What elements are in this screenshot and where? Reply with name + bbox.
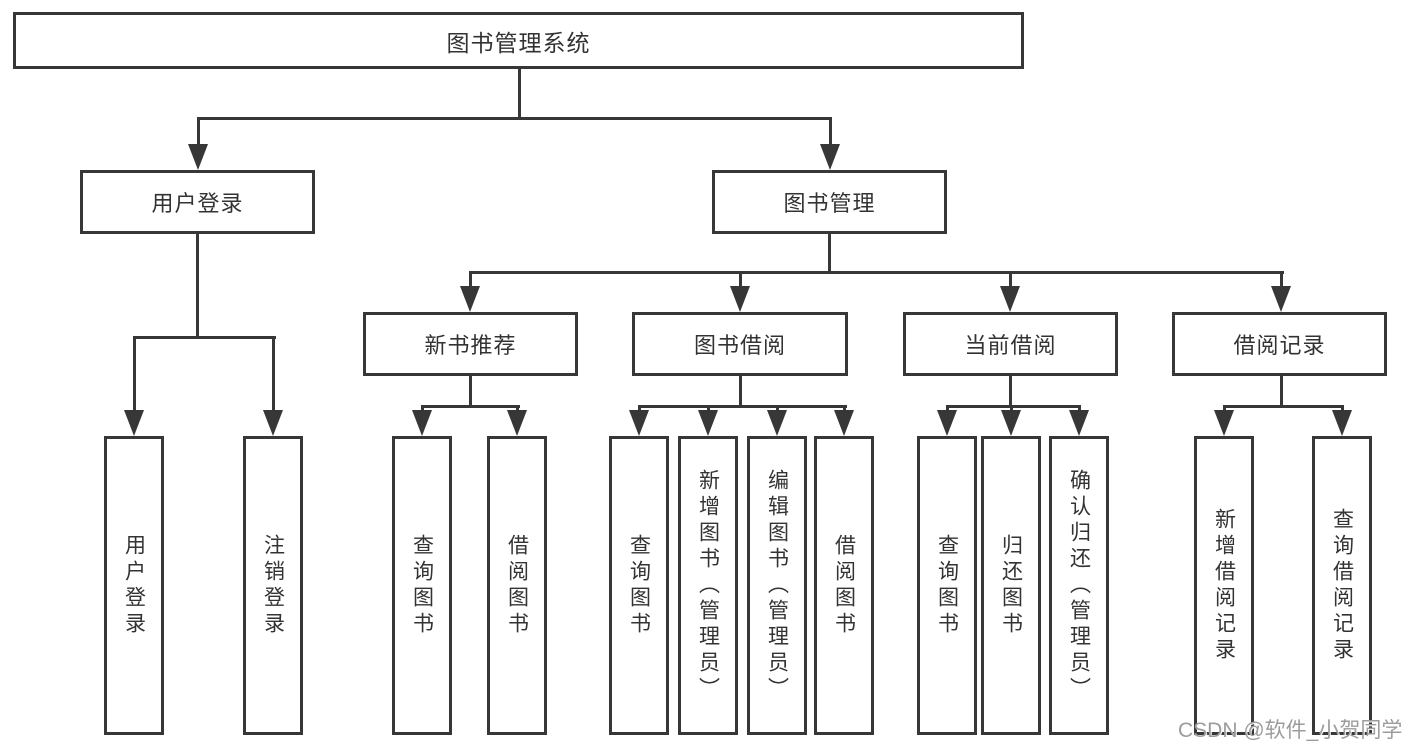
leaf-confirm-return-admin-label: 确认归还（管理员） xyxy=(1067,468,1091,703)
system-root-box: 图书管理系统 xyxy=(13,12,1024,69)
arrow-down-icon xyxy=(1069,410,1089,436)
leaf-user-login-box: 用户登录 xyxy=(104,436,164,735)
connector-line xyxy=(469,271,472,289)
connector-line xyxy=(947,405,1081,408)
leaf-query-books-box-1: 查询图书 xyxy=(392,436,452,735)
borrow-records-box: 借阅记录 xyxy=(1172,312,1387,376)
leaf-add-books-admin-box: 新增图书（管理员） xyxy=(678,436,738,735)
arrow-down-icon xyxy=(698,410,718,436)
arrow-down-icon xyxy=(412,410,432,436)
arrow-down-icon xyxy=(188,144,208,170)
arrow-down-icon xyxy=(1000,286,1020,312)
leaf-query-books-box-3: 查询图书 xyxy=(917,436,977,735)
arrow-down-icon xyxy=(263,410,283,436)
connector-line xyxy=(1223,405,1226,413)
connector-line xyxy=(133,336,276,339)
connector-line xyxy=(829,117,832,147)
leaf-logout-box: 注销登录 xyxy=(243,436,303,735)
leaf-edit-books-admin-box: 编辑图书（管理员） xyxy=(747,436,807,735)
leaf-query-books-label-3: 查询图书 xyxy=(935,533,959,638)
connector-line xyxy=(421,405,424,413)
new-book-recommend-box: 新书推荐 xyxy=(363,312,578,376)
connector-line xyxy=(1009,271,1012,289)
connector-line xyxy=(639,405,847,408)
connector-line xyxy=(1078,405,1081,413)
connector-line xyxy=(1009,376,1012,408)
book-management-box: 图书管理 xyxy=(712,170,947,234)
arrow-down-icon xyxy=(460,286,480,312)
connector-line xyxy=(843,405,846,413)
arrow-down-icon xyxy=(1214,410,1234,436)
connector-line xyxy=(197,117,832,120)
connector-line xyxy=(739,271,742,289)
leaf-add-books-admin-label: 新增图书（管理员） xyxy=(696,468,720,703)
connector-line xyxy=(1280,271,1283,289)
arrow-down-icon xyxy=(767,410,787,436)
connector-line xyxy=(1280,376,1283,408)
connector-line xyxy=(946,405,949,413)
leaf-query-books-box-2: 查询图书 xyxy=(609,436,669,735)
leaf-logout-label: 注销登录 xyxy=(261,533,285,638)
leaf-query-borrow-record-box: 查询借阅记录 xyxy=(1312,436,1372,735)
user-login-box: 用户登录 xyxy=(80,170,315,234)
leaf-return-books-box: 归还图书 xyxy=(981,436,1041,735)
leaf-return-books-label: 归还图书 xyxy=(999,533,1023,638)
leaf-query-books-label-1: 查询图书 xyxy=(410,533,434,638)
connector-line xyxy=(739,376,742,408)
book-borrow-box: 图书借阅 xyxy=(632,312,848,376)
connector-line xyxy=(638,405,641,413)
connector-line xyxy=(422,405,520,408)
book-borrow-label: 图书借阅 xyxy=(693,333,786,358)
leaf-edit-books-admin-label: 编辑图书（管理员） xyxy=(765,468,789,703)
book-management-label: 图书管理 xyxy=(783,191,876,216)
leaf-query-books-label-2: 查询图书 xyxy=(627,533,651,638)
connector-line xyxy=(469,271,1284,274)
leaf-borrow-books-label-2: 借阅图书 xyxy=(832,533,856,638)
arrow-down-icon xyxy=(629,410,649,436)
leaf-borrow-books-box-1: 借阅图书 xyxy=(487,436,547,735)
connector-line xyxy=(516,405,519,413)
arrow-down-icon xyxy=(1271,286,1291,312)
connector-line xyxy=(196,234,199,339)
arrow-down-icon xyxy=(820,144,840,170)
borrow-records-label: 借阅记录 xyxy=(1233,333,1326,358)
leaf-add-borrow-record-label: 新增借阅记录 xyxy=(1212,507,1236,664)
leaf-user-login-label: 用户登录 xyxy=(122,533,146,638)
arrow-down-icon xyxy=(124,410,144,436)
new-book-recommend-label: 新书推荐 xyxy=(424,333,517,358)
connector-line xyxy=(133,336,136,412)
connector-line xyxy=(1224,405,1344,408)
connector-line xyxy=(272,336,275,412)
connector-line xyxy=(1341,405,1344,413)
connector-line xyxy=(197,117,200,147)
connector-line xyxy=(1010,405,1013,413)
connector-line xyxy=(707,405,710,413)
csdn-watermark: CSDN @软件_小贺同学 xyxy=(1178,719,1403,742)
arrow-down-icon xyxy=(834,410,854,436)
arrow-down-icon xyxy=(730,286,750,312)
connector-line xyxy=(518,69,521,120)
arrow-down-icon xyxy=(507,410,527,436)
connector-line xyxy=(828,234,831,274)
arrow-down-icon xyxy=(937,410,957,436)
current-borrow-box: 当前借阅 xyxy=(903,312,1118,376)
system-root-label: 图书管理系统 xyxy=(446,29,591,56)
leaf-query-borrow-record-label: 查询借阅记录 xyxy=(1330,507,1354,664)
leaf-borrow-books-label-1: 借阅图书 xyxy=(505,533,529,638)
arrow-down-icon xyxy=(1001,410,1021,436)
leaf-borrow-books-box-2: 借阅图书 xyxy=(814,436,874,735)
arrow-down-icon xyxy=(1332,410,1352,436)
user-login-label: 用户登录 xyxy=(151,191,244,216)
connector-line xyxy=(469,376,472,408)
current-borrow-label: 当前借阅 xyxy=(964,333,1057,358)
leaf-confirm-return-admin-box: 确认归还（管理员） xyxy=(1049,436,1109,735)
leaf-add-borrow-record-box: 新增借阅记录 xyxy=(1194,436,1254,735)
connector-line xyxy=(776,405,779,413)
